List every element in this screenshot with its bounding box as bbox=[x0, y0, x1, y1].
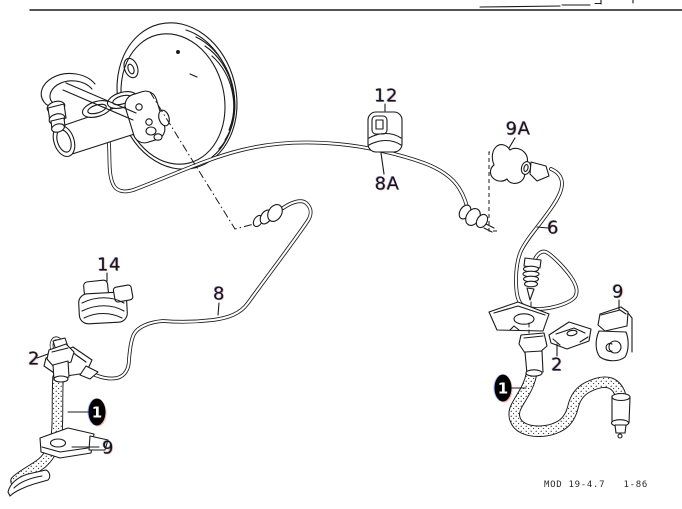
part-label-14: 14 bbox=[97, 254, 121, 276]
grommet-bracket-9-right bbox=[596, 300, 632, 361]
coil-spring-fitting-pipe-6 bbox=[523, 258, 541, 312]
part-label-8a: 8A bbox=[374, 173, 400, 195]
spring-clip-2-right bbox=[549, 322, 591, 356]
part-label-9-left: 9 bbox=[102, 437, 114, 459]
part-label-6: 6 bbox=[547, 217, 559, 239]
part-label-8: 8 bbox=[213, 283, 225, 305]
upper-bracket-and-fitting bbox=[41, 73, 136, 133]
flare-nut-fitting-pipe-8a bbox=[457, 203, 494, 232]
part-callout-1-right: 1 bbox=[494, 374, 512, 402]
top-border-line bbox=[30, 0, 682, 10]
brake-hose-1-right bbox=[514, 376, 621, 431]
part-label-2-left: 2 bbox=[28, 348, 40, 370]
part-label-12: 12 bbox=[374, 85, 398, 107]
hose-end-fitting-right bbox=[612, 394, 631, 439]
part-label-9a: 9A bbox=[505, 118, 531, 140]
brake-hose-1-left bbox=[16, 378, 58, 481]
pipe-clamp-12 bbox=[368, 104, 402, 152]
centerline-dash-dot bbox=[150, 92, 254, 229]
hose-foot-end-left bbox=[8, 470, 50, 496]
tee-fitting-9a bbox=[490, 138, 549, 183]
pipe-clamp-14 bbox=[78, 273, 133, 324]
part-label-9-right: 9 bbox=[612, 281, 624, 303]
figure-code: MOD 19-4.7 1-86 bbox=[544, 480, 649, 490]
bracket-2-left-and-fitting bbox=[37, 338, 98, 382]
flare-nut-fitting-pipe-8 bbox=[251, 202, 285, 228]
part-label-2-right: 2 bbox=[551, 354, 563, 376]
brake-pipe-6 bbox=[514, 167, 579, 311]
label-leader-lines bbox=[68, 153, 548, 412]
mounting-plate bbox=[489, 302, 549, 333]
master-cylinder bbox=[49, 88, 171, 159]
part-callout-1-left: 1 bbox=[88, 398, 106, 426]
brake-pipe-8a bbox=[106, 132, 470, 214]
hose-fitting-right-upper bbox=[519, 333, 547, 376]
bracket-9-left bbox=[40, 428, 108, 458]
